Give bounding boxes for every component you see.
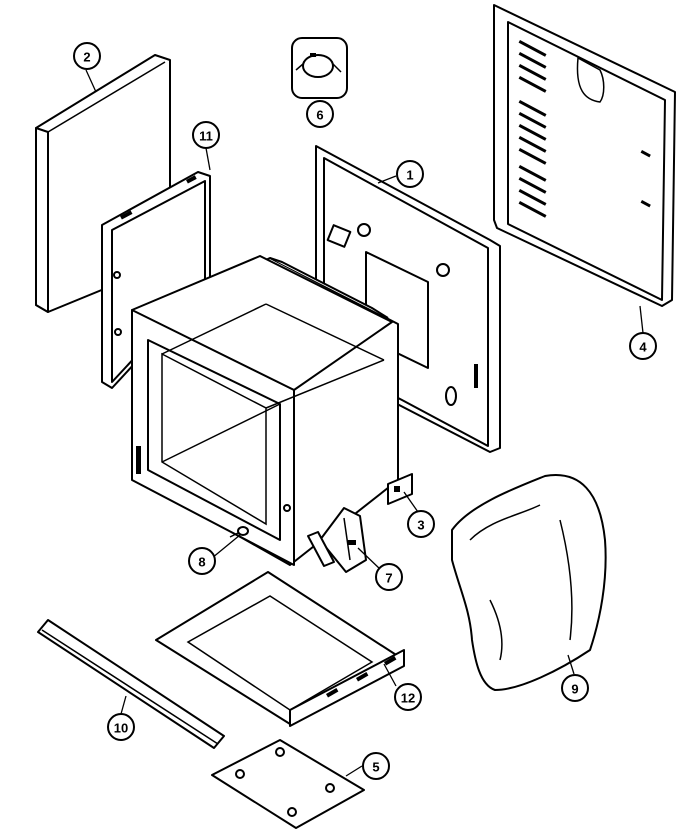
- callout-7: 7: [375, 563, 403, 591]
- part-12-bottom-tray: [155, 571, 405, 727]
- svg-text:5: 5: [372, 760, 379, 775]
- part-5-bottom-plate: [211, 739, 365, 829]
- part-8-screw: [229, 526, 249, 538]
- callout-11: 11: [192, 121, 220, 149]
- part-4-back-panel: [493, 4, 676, 307]
- callout-2: 2: [73, 42, 101, 70]
- part-7-latch: [307, 507, 367, 573]
- back-panel-slots: [518, 40, 651, 218]
- svg-text:8: 8: [198, 555, 205, 570]
- svg-text:9: 9: [571, 682, 578, 697]
- oven-cavity: [131, 255, 399, 566]
- callout-12: 12: [394, 683, 422, 711]
- svg-text:3: 3: [417, 518, 424, 533]
- svg-text:2: 2: [83, 50, 90, 65]
- part-3-bracket: [387, 473, 413, 505]
- callout-10: 10: [107, 713, 135, 741]
- svg-text:1: 1: [406, 168, 413, 183]
- leader-lines: [85, 69, 644, 777]
- callout-1: 1: [396, 160, 424, 188]
- svg-text:7: 7: [385, 571, 392, 586]
- svg-text:10: 10: [114, 721, 128, 736]
- callout-8: 8: [188, 547, 216, 575]
- callout-9: 9: [561, 674, 589, 702]
- part-9-insulation: [451, 474, 607, 691]
- part-10-trim-strip: [37, 619, 225, 749]
- part-6-switch: [291, 37, 348, 99]
- callout-3: 3: [407, 510, 435, 538]
- callout-5: 5: [362, 752, 390, 780]
- callout-4: 4: [629, 332, 657, 360]
- svg-text:11: 11: [199, 129, 213, 144]
- svg-text:4: 4: [639, 340, 647, 355]
- svg-text:12: 12: [401, 691, 415, 706]
- callout-6: 6: [306, 100, 334, 128]
- svg-text:6: 6: [316, 108, 323, 123]
